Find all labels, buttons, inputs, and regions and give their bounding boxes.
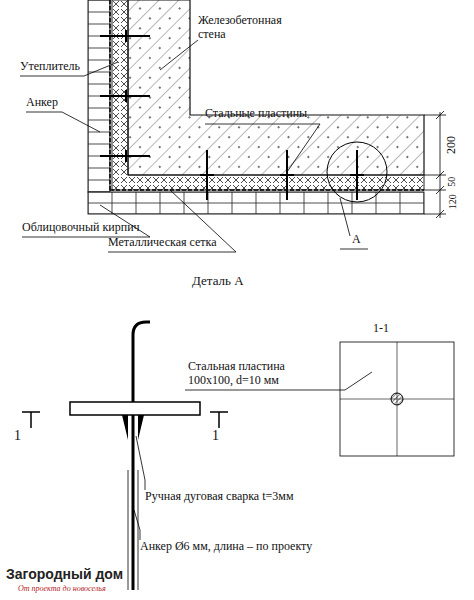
part-label: Облицовочный кирпич [22,221,140,235]
anchor-rod [138,470,139,590]
callout-letter: А [352,233,361,247]
dimension: 120 [446,195,458,210]
section-mark: 1 [212,428,219,444]
mesh [109,0,111,190]
part-label: Стальные пластины [205,107,307,121]
leader-lines [134,372,372,540]
section-title: 1-1 [373,322,389,336]
mesh [110,189,424,191]
leader-lines [20,40,320,252]
part-label: Стальная пластина 100х100, d=10 мм [188,360,298,388]
rod-section [391,393,403,405]
watermark: Загородный дом [6,566,123,582]
anchors [100,30,364,200]
section-mark: 1 [14,428,21,444]
brick-facing [88,192,424,214]
watermark: От проекта до новоселья [18,584,106,593]
detail-title: Деталь А [192,274,244,289]
insulation [112,0,424,190]
anchor-rod [128,470,129,590]
part-label: Ручная дуговая сварка t=3мм [145,490,293,504]
part-label: Утеплитель [20,60,80,74]
part-label: Анкер [26,96,58,110]
leader-line [340,249,368,250]
concrete-wall [128,0,424,175]
detail-circle [327,142,387,202]
steel-plate [70,402,200,415]
part-label: Металлическая сетка [108,236,217,250]
dimension: 200 [445,136,459,154]
dimension-lines [424,111,446,218]
section-marks [22,412,228,428]
leader-line [340,198,350,236]
dimension: 50 [446,177,458,187]
weld [122,415,144,440]
part-label: Анкер Ø6 мм, длина – по проекту [140,540,312,554]
part-label: Железобетонная стена [198,14,308,42]
section-plate [340,342,454,456]
